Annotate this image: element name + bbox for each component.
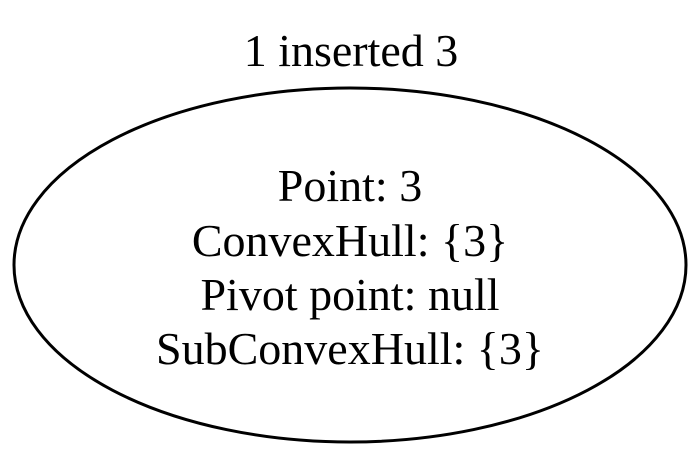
node-pivot-point-label: Pivot point: null xyxy=(200,269,499,320)
node-sub-convex-hull-label: SubConvexHull: {3} xyxy=(156,323,544,374)
node-ellipse xyxy=(12,86,688,444)
node-convex-hull-label: ConvexHull: {3} xyxy=(192,215,508,266)
node-point-label: Point: 3 xyxy=(278,160,422,211)
graph-title: 1 inserted 3 xyxy=(244,25,459,76)
